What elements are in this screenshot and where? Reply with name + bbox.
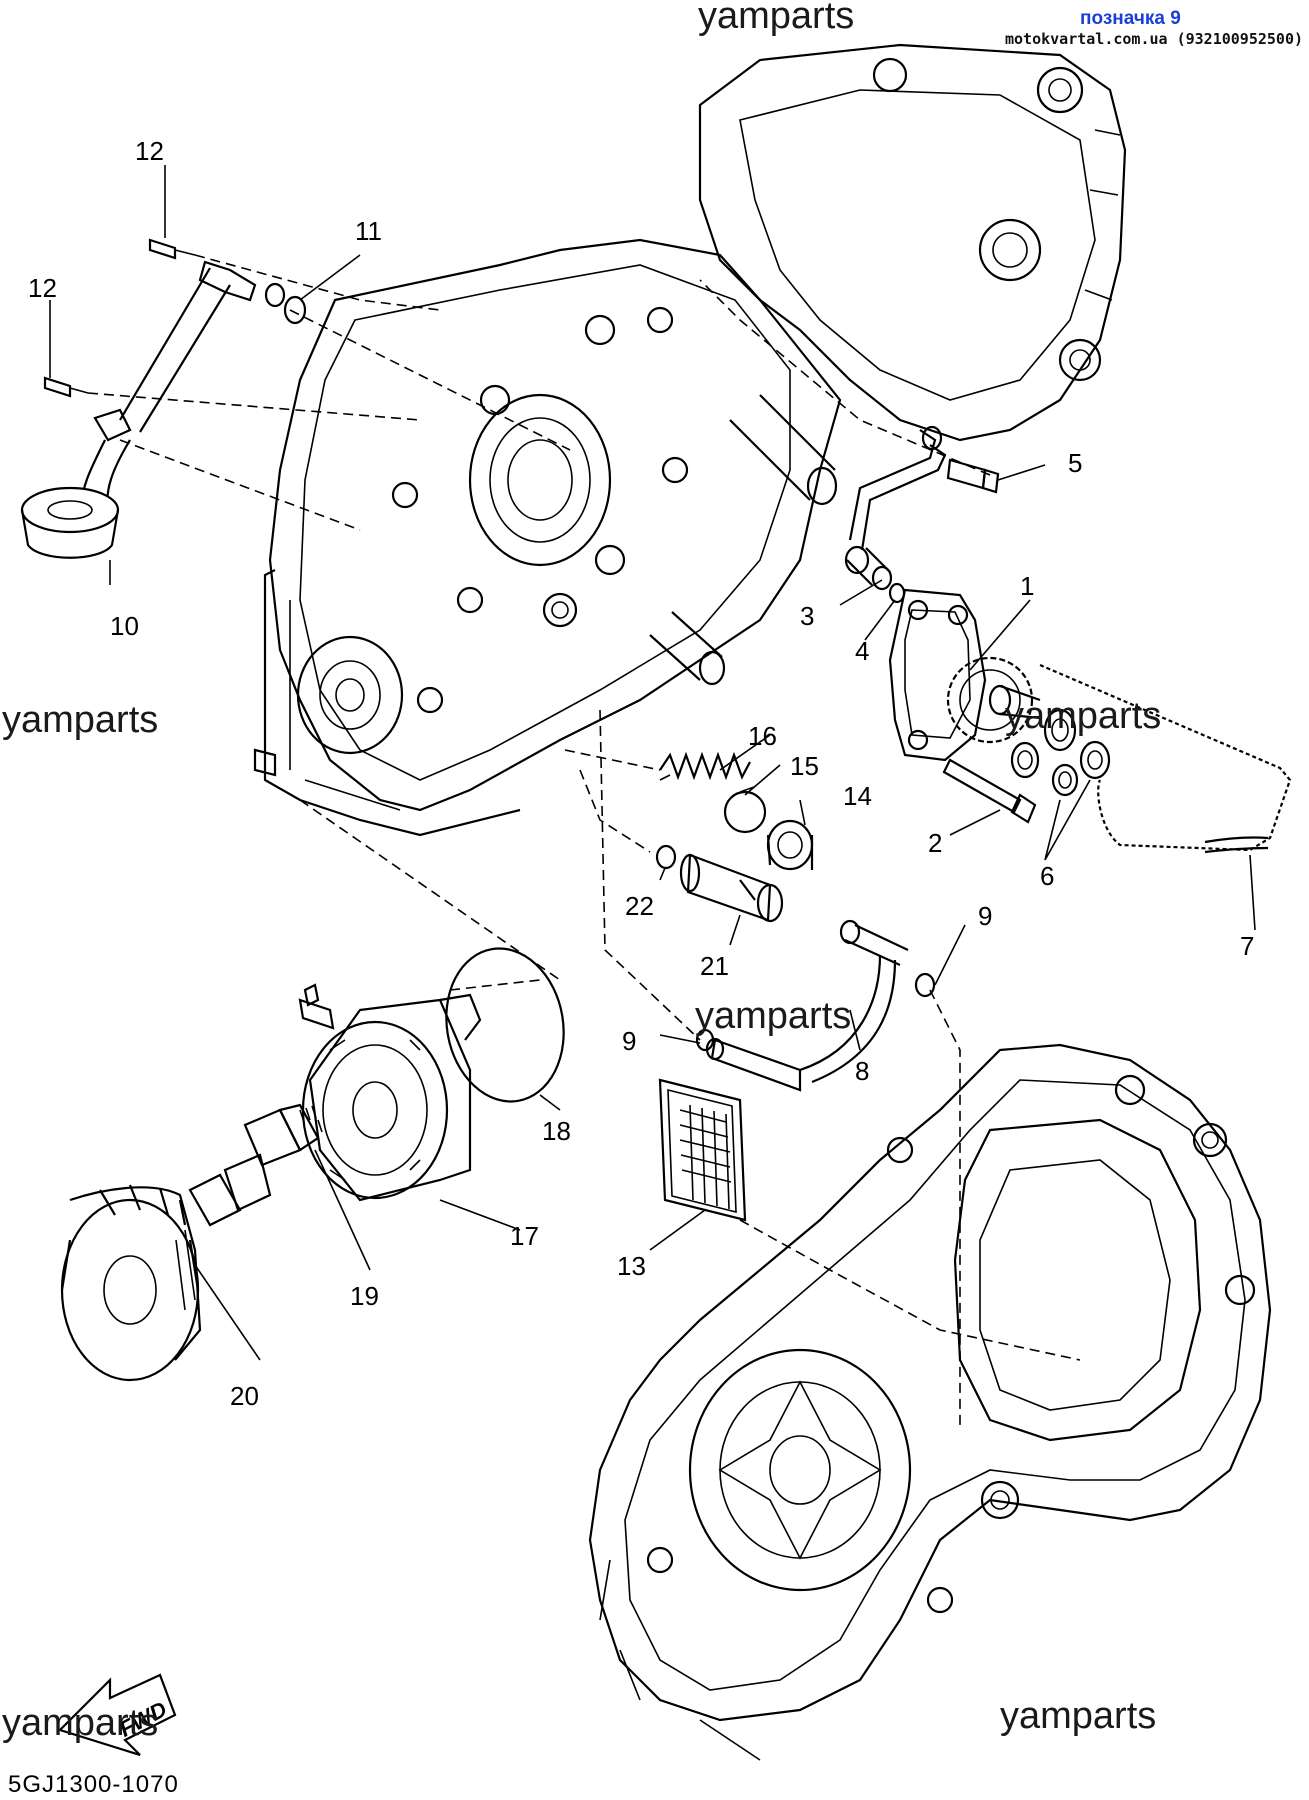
watermark: yamparts (2, 699, 158, 741)
callout-3: 3 (800, 601, 814, 631)
leader-lines (49, 165, 1256, 1361)
callout-14: 14 (843, 781, 872, 811)
callout-labels: 1 2 3 4 5 6 7 8 9 9 10 11 12 12 13 14 15… (28, 136, 1254, 1411)
callout-17: 17 (510, 1221, 539, 1251)
callout-4: 4 (855, 636, 869, 666)
watermark: yamparts (2, 1702, 158, 1744)
callout-6: 6 (1040, 861, 1054, 891)
o-ring-11 (283, 295, 307, 325)
callout-22: 22 (625, 891, 654, 921)
callout-11: 11 (355, 216, 382, 246)
callout-13: 13 (617, 1251, 646, 1281)
callout-10: 10 (110, 611, 139, 641)
callout-12-left: 12 (28, 273, 57, 303)
oil-pump-group (844, 425, 1292, 854)
oil-pipe-8 (695, 919, 936, 1092)
callout-2: 2 (928, 828, 942, 858)
diagram-code: 5GJ1300-1070 (8, 1771, 179, 1798)
watermark: yamparts (695, 995, 851, 1037)
assembly-lines (87, 254, 1081, 1430)
watermark: yamparts (1000, 1695, 1156, 1737)
callout-8: 8 (855, 1056, 869, 1086)
header-site: motokvartal.com.ua (932100952500) (1005, 30, 1303, 48)
callout-20: 20 (230, 1381, 259, 1411)
callout-19: 19 (350, 1281, 379, 1311)
upper-crankcase (253, 43, 1127, 837)
callout-18: 18 (542, 1116, 571, 1146)
oil-cooler-group (60, 947, 565, 1382)
crankcase-cover (588, 1043, 1272, 1761)
oil-strainer-pipe (20, 238, 286, 559)
relief-valve-group (655, 751, 814, 923)
callout-9-right: 9 (978, 901, 992, 931)
watermark: yamparts (1005, 695, 1161, 737)
watermark: yamparts (698, 0, 854, 37)
callout-9-left: 9 (622, 1026, 636, 1056)
callout-5: 5 (1068, 448, 1082, 478)
callout-15: 15 (790, 751, 819, 781)
callout-21: 21 (700, 951, 729, 981)
callout-16: 16 (748, 721, 777, 751)
callout-1: 1 (1020, 571, 1034, 601)
strainer-13 (658, 1078, 747, 1222)
header-tag: позначка 9 (1080, 8, 1181, 29)
callout-12-top: 12 (135, 136, 164, 166)
callout-7: 7 (1240, 931, 1254, 961)
